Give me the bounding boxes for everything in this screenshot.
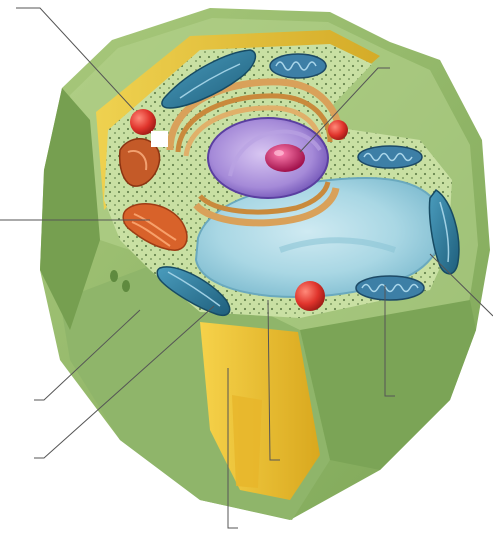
vesicle-bottom (295, 281, 325, 311)
marker-square (151, 131, 168, 147)
mitochondrion-right (358, 146, 422, 168)
mitochondrion-top-right (270, 54, 326, 78)
nucleolus (265, 144, 305, 172)
nucleus (208, 118, 328, 198)
mitochondrion-lower-right (356, 276, 424, 300)
vesicle-upper-right (328, 120, 348, 140)
